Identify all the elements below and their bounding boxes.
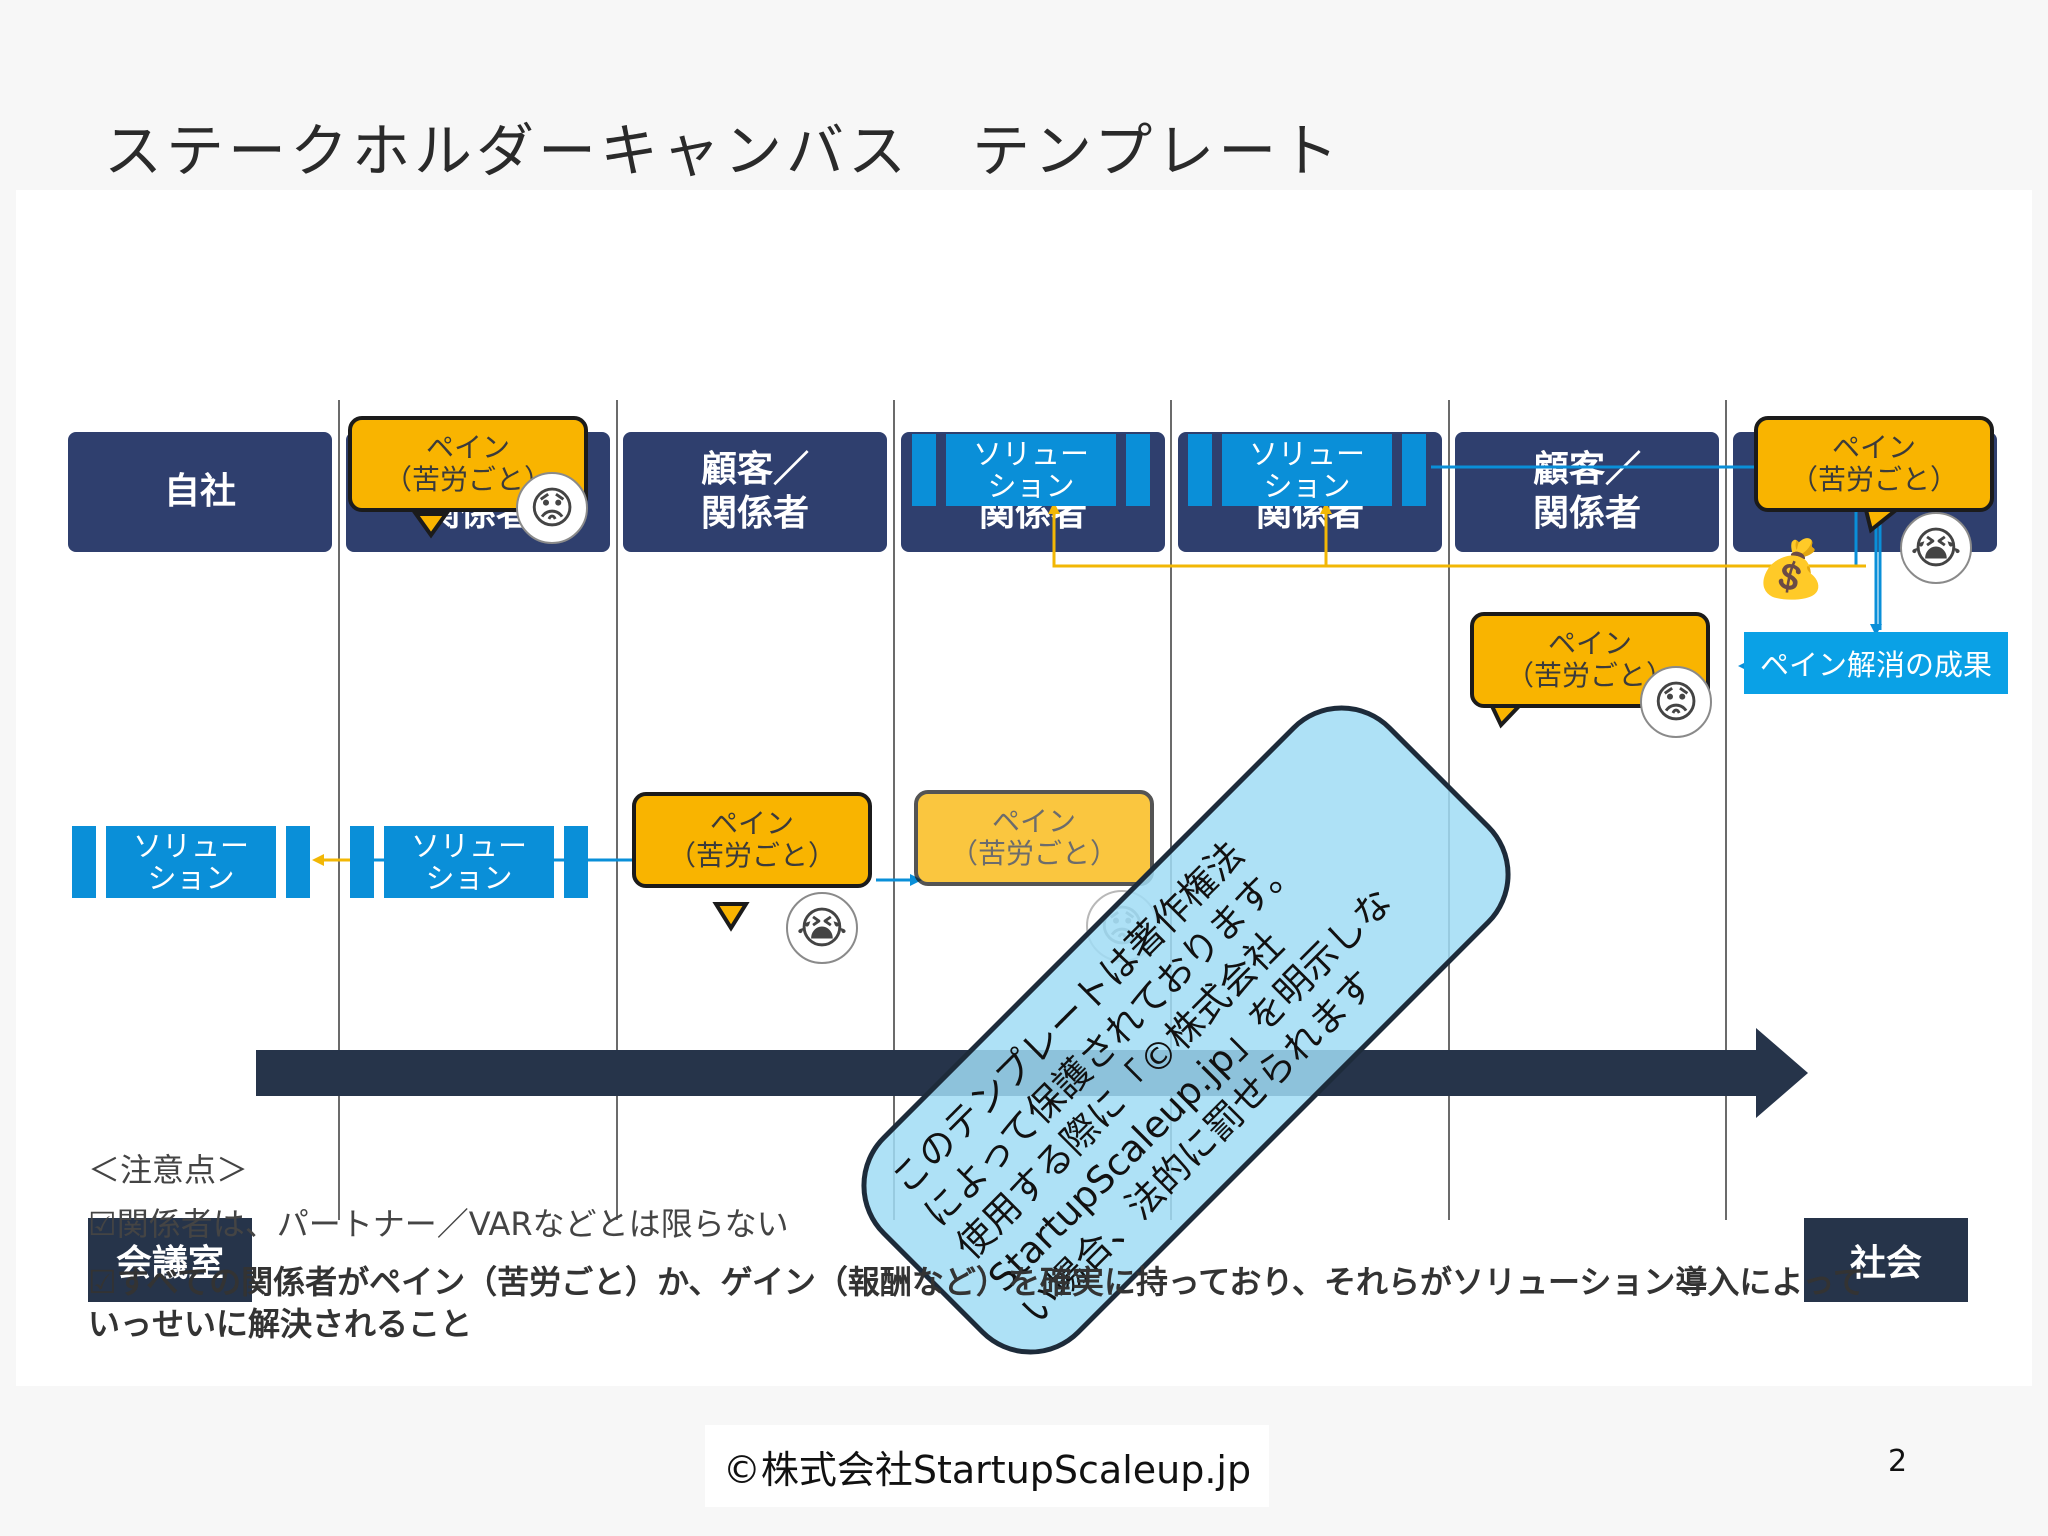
end-box-society: 社会 — [1804, 1218, 1968, 1302]
notes-heading: ＜注意点＞ — [88, 1151, 249, 1189]
crying-face-icon: 😭 — [786, 892, 858, 964]
money-bag-icon: 💰 — [1756, 537, 1826, 602]
column-divider — [616, 400, 618, 1220]
solution-block: ソリュー ション — [912, 434, 1150, 506]
solution-label: ソリュー ション — [384, 826, 554, 898]
notes-item: ☑すべての関係者がペイン（苦労ごと）か、ゲイン（報酬など）を確実に持っており、そ… — [88, 1263, 1865, 1343]
column-divider — [893, 400, 895, 1220]
solution-block: ソリュー ション — [72, 826, 310, 898]
solution-label: ソリュー ション — [946, 434, 1116, 506]
worried-face-icon: 😟 — [516, 472, 588, 544]
notes-section: ＜注意点＞ ☑関係者は、パートナー／VARなどとは限らない ☑すべての関係者がペ… — [88, 1145, 1968, 1353]
header-customer-2: 顧客／ 関係者 — [623, 432, 887, 552]
pain-resolution-result: ペイン解消の成果 — [1744, 632, 2008, 694]
worried-face-icon: 😟 — [1640, 666, 1712, 738]
column-divider — [1170, 400, 1172, 1220]
start-box-meeting-room: 会議室 — [88, 1218, 252, 1302]
solution-block: ソリュー ション — [1188, 434, 1426, 506]
header-self-company: 自社 — [68, 432, 332, 552]
page-title: ステークホルダーキャンバス テンプレート — [104, 117, 1343, 185]
solution-label: ソリュー ション — [1222, 434, 1392, 506]
notes-item: ☑関係者は、パートナー／VARなどとは限らない — [88, 1205, 789, 1243]
pain-bubble: ペイン （苦労ごと） — [1470, 612, 1710, 708]
pain-bubble: ペイン （苦労ごと） — [914, 790, 1154, 886]
canvas-area: 自社 顧客／ 関係者 顧客／ 関係者 顧客／ 関係者 顧客／ 関係者 顧客／ 関… — [16, 190, 2032, 1386]
solution-block: ソリュー ション — [350, 826, 588, 898]
pain-bubble: ペイン （苦労ごと） — [632, 792, 872, 888]
pain-bubble: ペイン （苦労ごと） — [1754, 416, 1994, 512]
crying-face-icon: 😭 — [1900, 512, 1972, 584]
column-divider — [1725, 400, 1727, 1220]
copyright-footer: ©株式会社StartupScaleup.jp — [705, 1425, 1269, 1507]
header-customer-5: 顧客／ 関係者 — [1455, 432, 1719, 552]
column-divider — [338, 400, 340, 1220]
page-number: 2 — [1888, 1444, 1908, 1479]
solution-label: ソリュー ション — [106, 826, 276, 898]
